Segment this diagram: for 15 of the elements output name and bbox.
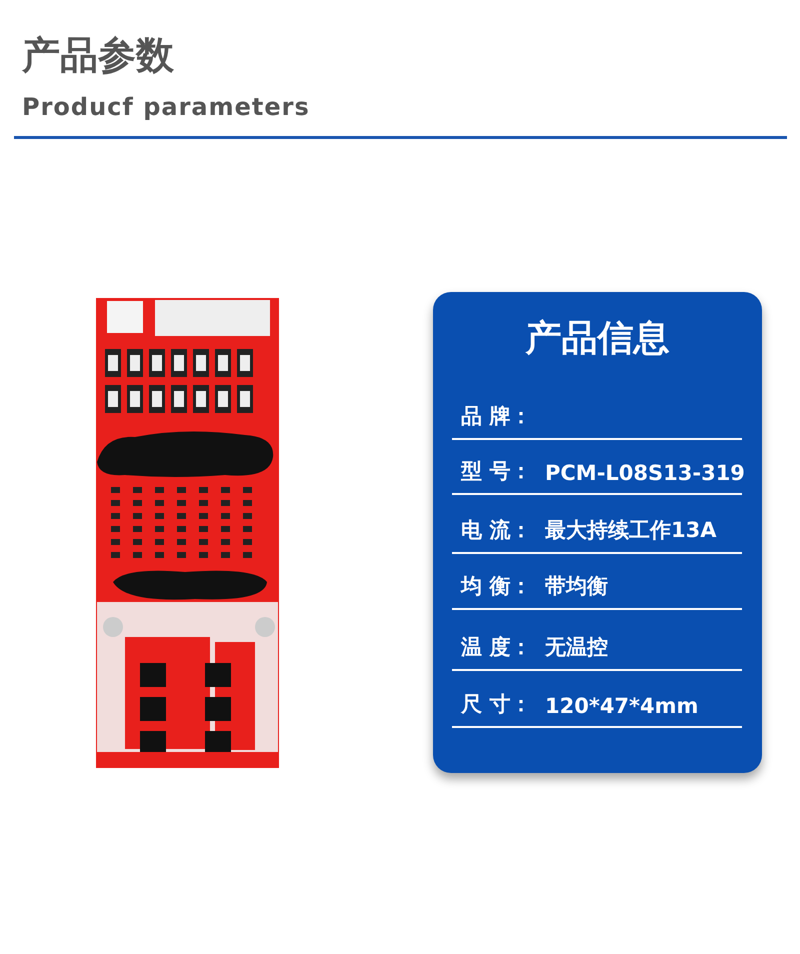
page-title: 产品参数 (22, 32, 174, 79)
row-label: 尺 寸： (461, 691, 532, 718)
row-value: 带均衡 (545, 573, 608, 600)
row-value: PCM-L08S13-319 (545, 461, 745, 485)
row-label: 型 号： (461, 458, 532, 485)
row-label: 均 衡： (461, 573, 532, 600)
row-value: 最大持续工作13A (545, 517, 716, 544)
row-label: 温 度： (461, 634, 532, 661)
info-card (433, 292, 762, 773)
card-heading: 产品信息 (524, 317, 670, 361)
row-label: 品 牌： (461, 403, 532, 430)
subtitle: Producf parameters (22, 93, 310, 121)
row-label: 电 流： (461, 517, 532, 544)
row-value: 无温控 (545, 634, 608, 661)
row-value: 120*47*4mm (545, 694, 698, 718)
